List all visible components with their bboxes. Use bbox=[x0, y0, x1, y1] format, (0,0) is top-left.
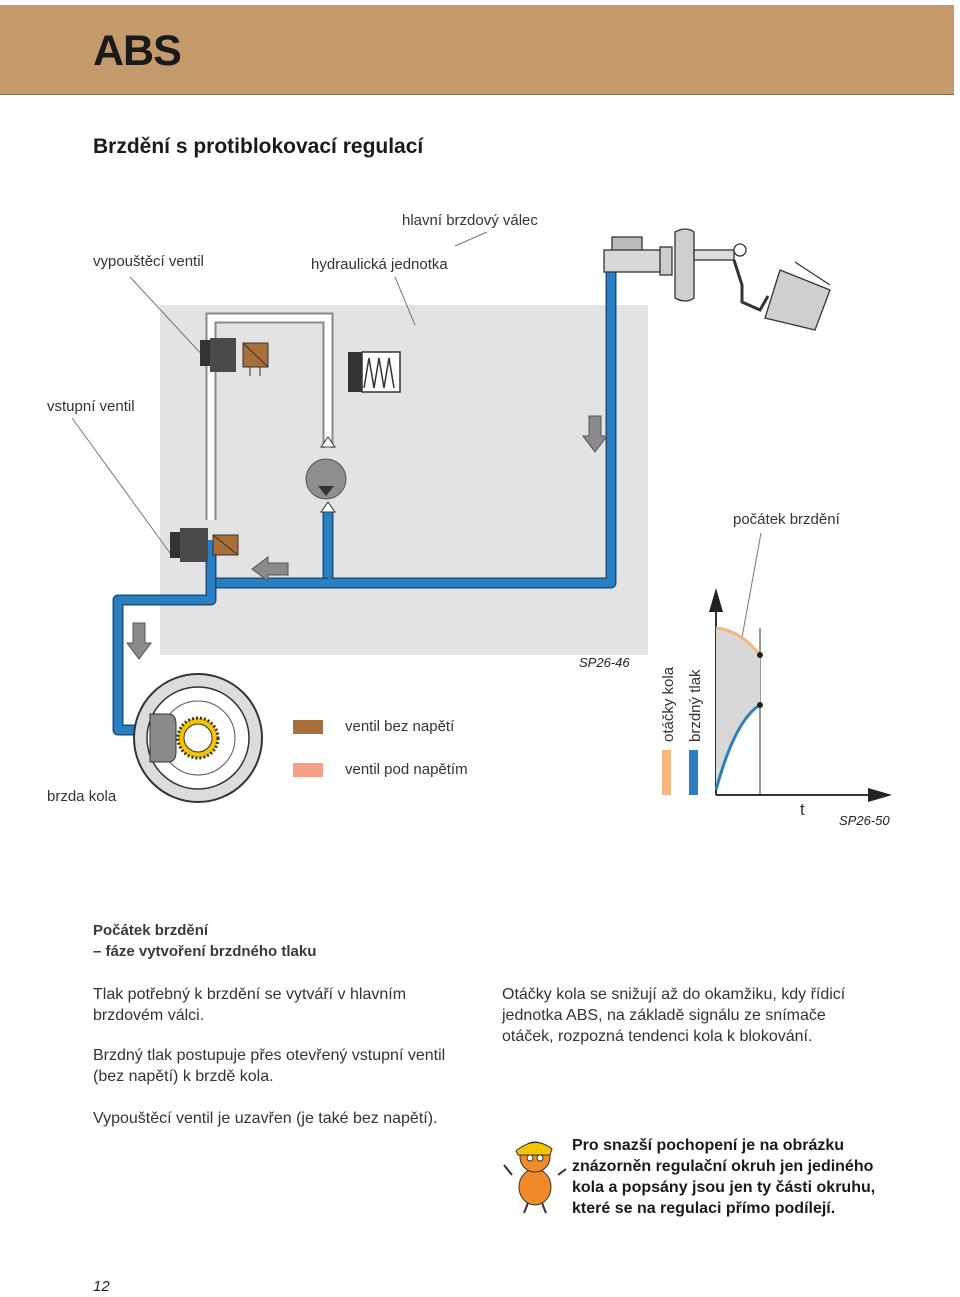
series-bar-wheel-speed bbox=[662, 750, 671, 795]
caption: Počátek brzdění – fáze vytvoření brzdnéh… bbox=[93, 920, 316, 962]
accumulator bbox=[348, 351, 401, 393]
hydraulic-unit-box bbox=[160, 305, 648, 655]
pump bbox=[305, 436, 347, 513]
label-hydraulic-unit: hydraulická jednotka bbox=[311, 256, 448, 273]
label-braking-start: počátek brzdění bbox=[733, 511, 840, 528]
legend-label-unpowered: ventil bez napětí bbox=[345, 718, 455, 735]
label-wheel-brake: brzda kola bbox=[47, 788, 117, 805]
inlet-valve bbox=[170, 528, 239, 562]
paragraph-left-3: Vypouštěcí ventil je uzavřen (je také be… bbox=[93, 1110, 438, 1127]
paragraph-right: Otáčky kola se snižují až do okamžiku, k… bbox=[502, 986, 846, 1045]
paragraph-left-1: Tlak potřebný k brzdění se vytváří v hla… bbox=[93, 986, 407, 1024]
braking-graph bbox=[662, 588, 892, 802]
paragraph-left-2: Brzdný tlak postupuje přes otevřený vstu… bbox=[93, 1047, 446, 1085]
note-text: Pro snazší pochopení je na obrázku znázo… bbox=[572, 1137, 876, 1217]
label-release-valve: vypouštěcí ventil bbox=[93, 253, 204, 270]
legend-swatch-unpowered bbox=[293, 720, 323, 734]
section-title: Brzdění s protiblokovací regulací bbox=[93, 135, 424, 158]
wheel-brake bbox=[133, 673, 263, 803]
graph-series-wheel-speed: otáčky kola bbox=[660, 666, 677, 742]
caption-line-1: Počátek brzdění bbox=[93, 922, 209, 939]
graph-series-brake-pressure: brzdný tlak bbox=[687, 669, 704, 742]
release-valve bbox=[200, 338, 269, 376]
flow-arrows bbox=[126, 415, 608, 660]
label-master-cylinder: hlavní brzdový válec bbox=[402, 212, 538, 229]
abs-diagram bbox=[71, 228, 892, 803]
brake-line bbox=[112, 262, 617, 736]
graph-x-label: t bbox=[800, 800, 805, 819]
legend-swatch-powered bbox=[293, 763, 323, 777]
page-number: 12 bbox=[93, 1278, 110, 1295]
master-cylinder bbox=[603, 228, 831, 331]
mascot-illustration bbox=[503, 1141, 567, 1214]
legend-label-powered: ventil pod napětím bbox=[345, 761, 468, 778]
series-bar-brake-pressure bbox=[689, 750, 698, 795]
page-title: ABS bbox=[93, 27, 182, 75]
leader-lines bbox=[71, 231, 762, 666]
figure-code-right: SP26-50 bbox=[839, 813, 890, 828]
figure-code-left: SP26-46 bbox=[579, 655, 630, 670]
header-band: ABS bbox=[0, 5, 954, 95]
caption-line-2: – fáze vytvoření brzdného tlaku bbox=[93, 943, 317, 960]
label-inlet-valve: vstupní ventil bbox=[47, 398, 135, 415]
